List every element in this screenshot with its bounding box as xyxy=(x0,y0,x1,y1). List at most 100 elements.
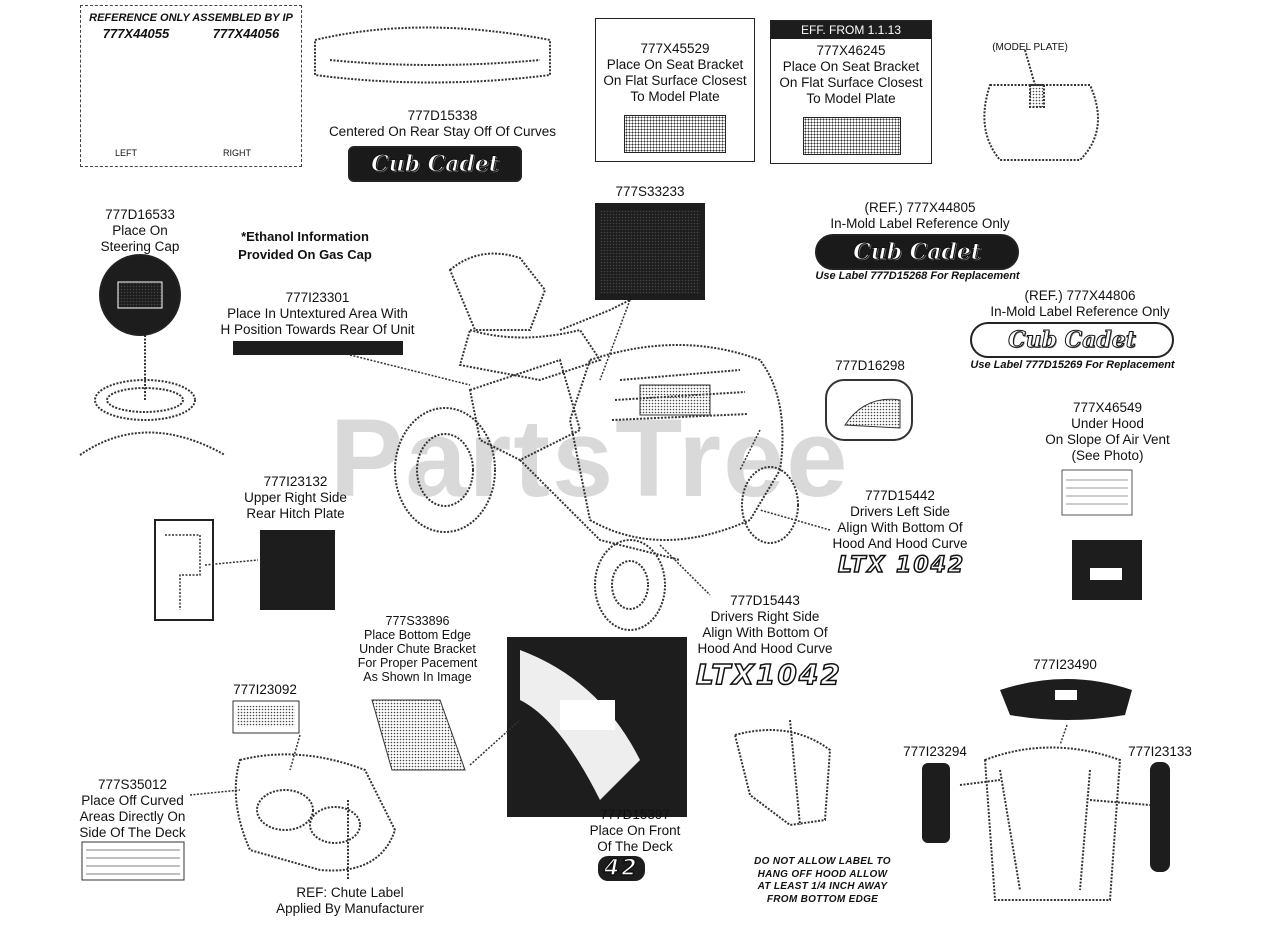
cub-cadet-logo: Cub Cadet xyxy=(815,234,1019,270)
instruction-line: In-Mold Label Reference Only xyxy=(990,304,1170,319)
model-plate-drawing xyxy=(983,49,1099,161)
label-777I23132: 777I23132 Upper Right Side Rear Hitch Pl… xyxy=(228,474,363,522)
instruction-line: Upper Right Side xyxy=(244,490,347,505)
hood-drawing xyxy=(733,719,832,827)
instruction-line: Steering Cap xyxy=(100,239,180,254)
fender-drawing xyxy=(959,746,1151,901)
instruction-line: (See Photo) xyxy=(1071,448,1144,463)
ethanol-note: *Ethanol Information Provided On Gas Cap xyxy=(225,228,385,264)
chute-label-note: REF: Chute Label Applied By Manufacturer xyxy=(265,885,435,917)
label-777S35012: 777S35012 Place Off Curved Areas Directl… xyxy=(70,777,195,841)
label-777I23133: 777I23133 xyxy=(1128,744,1192,759)
part-number: (REF.) 777X44805 xyxy=(864,200,976,215)
instruction-line: Place On xyxy=(112,223,168,238)
replacement-note: Use Label 777D15269 For Replacement xyxy=(970,359,1175,371)
instruction-line: Hood And Hood Curve xyxy=(832,536,968,551)
label-777X44806: (REF.) 777X44806 In-Mold Label Reference… xyxy=(960,288,1200,320)
label-777D15397: 777D15397 Place On Front Of The Deck xyxy=(580,807,690,855)
instruction-line: Place Bottom Edge xyxy=(363,628,471,642)
instruction-line: On Flat Surface Closest xyxy=(779,75,923,90)
instruction-line: Place On Front xyxy=(589,823,681,838)
label-777D16298: 777D16298 xyxy=(835,358,905,373)
part-number: 777S35012 xyxy=(97,777,168,792)
reference-right: RIGHT xyxy=(223,148,251,158)
label-777I23490: 777I23490 xyxy=(1033,657,1097,672)
deck-42-decal: 42 xyxy=(598,855,645,882)
emission-sticker xyxy=(803,117,901,155)
part-number: 777X46245 xyxy=(816,43,886,58)
instruction-line: Rear Hitch Plate xyxy=(246,506,345,521)
label-777X46549: 777X46549 Under Hood On Slope Of Air Ven… xyxy=(1030,400,1185,464)
note-line: Applied By Manufacturer xyxy=(276,901,424,916)
part-number: 777I23301 xyxy=(285,290,350,305)
instruction-line: Under Chute Bracket xyxy=(359,642,476,656)
instruction-line: Place On Seat Bracket xyxy=(782,59,920,74)
part-number: 777D15338 xyxy=(407,108,478,123)
instruction-line: On Flat Surface Closest xyxy=(603,73,747,88)
instruction-line: Under Hood xyxy=(1071,416,1144,431)
part-number: (REF.) 777X44806 xyxy=(1024,288,1136,303)
note-line: *Ethanol Information xyxy=(241,229,369,244)
reference-part-a: 777X44055 xyxy=(102,26,170,41)
part-number: 777D15442 xyxy=(865,488,935,503)
cub-cadet-logo-large: Cub Cadet xyxy=(348,146,522,182)
note-line: REF: Chute Label xyxy=(296,885,404,900)
instruction-line: Place On Seat Bracket xyxy=(606,57,744,72)
instruction-line: Align With Bottom Of xyxy=(702,625,828,640)
part-number: 777D15443 xyxy=(730,593,800,608)
instruction-line: Drivers Left Side xyxy=(850,504,950,519)
reference-only-box: REFERENCE ONLY ASSEMBLED BY IP 777X44055… xyxy=(80,5,302,167)
instruction-line: As Shown In Image xyxy=(363,670,472,684)
steering-wheel-drawing xyxy=(79,335,226,456)
label-777I23092: 777I23092 xyxy=(233,682,297,697)
instruction-line: Hood And Hood Curve xyxy=(697,641,833,656)
label-777X46245: EFF. FROM 1.1.13 777X46245 Place On Seat… xyxy=(770,20,932,164)
label-777D16533: 777D16533 Place On Steering Cap xyxy=(85,207,195,255)
part-number: 777S33896 xyxy=(385,614,450,628)
reference-title: REFERENCE ONLY ASSEMBLED BY IP xyxy=(89,12,293,24)
instruction-line: In-Mold Label Reference Only xyxy=(830,216,1010,231)
instruction-line: For Proper Pacement xyxy=(357,656,478,670)
instruction-line: Of The Deck xyxy=(597,839,673,854)
instruction-line: On Slope Of Air Vent xyxy=(1045,432,1170,447)
note-line: Provided On Gas Cap xyxy=(238,247,372,262)
instruction-line: Place In Untextured Area With xyxy=(227,306,408,321)
warning-line: DO NOT ALLOW LABEL TO xyxy=(754,856,891,867)
reference-part-b: 777X44056 xyxy=(212,26,280,41)
instruction-line: To Model Plate xyxy=(806,91,896,106)
label-777I23301: 777I23301 Place In Untextured Area With … xyxy=(210,290,425,338)
label-777S33233: 777S33233 xyxy=(615,184,685,199)
instruction-line: Place Off Curved xyxy=(81,793,184,808)
part-number: 777D16533 xyxy=(105,207,175,222)
reference-left: LEFT xyxy=(115,148,138,158)
rear-stay-drawing xyxy=(314,26,551,84)
label-777D15443: 777D15443 Drivers Right Side Align With … xyxy=(690,593,840,657)
instruction: Centered On Rear Stay Off Of Curves xyxy=(328,124,557,139)
label-777D15338: 777D15338 Centered On Rear Stay Off Of C… xyxy=(320,108,565,140)
deck-drawing xyxy=(234,753,397,880)
emission-sticker xyxy=(624,115,726,153)
warning-line: FROM BOTTOM EDGE xyxy=(766,893,879,905)
warning-line: HANG OFF HOOD ALLOW xyxy=(757,868,888,880)
part-number: 777I23132 xyxy=(263,474,328,489)
ltx-decal-right: LTX1042 xyxy=(695,657,842,692)
effective-header: EFF. FROM 1.1.13 xyxy=(771,21,931,39)
hood-warning: DO NOT ALLOW LABEL TO HANG OFF HOOD ALLO… xyxy=(735,856,910,906)
part-number: 777X46549 xyxy=(1072,400,1143,415)
part-number: 777D15397 xyxy=(600,807,670,822)
label-777X45529: 777X45529 Place On Seat Bracket On Flat … xyxy=(595,18,755,162)
replacement-note: Use Label 777D15268 For Replacement xyxy=(815,270,1020,282)
warning-line: AT LEAST 1/4 INCH AWAY xyxy=(757,881,888,892)
instruction-line: To Model Plate xyxy=(630,89,720,104)
cub-cadet-logo: Cub Cadet xyxy=(970,322,1174,358)
model-plate-label: (MODEL PLATE) xyxy=(992,42,1068,53)
instruction-line: Areas Directly On xyxy=(79,809,186,824)
instruction-line: H Position Towards Rear Of Unit xyxy=(220,322,415,337)
label-777I23294: 777I23294 xyxy=(903,744,967,759)
tractor-drawing xyxy=(394,252,799,631)
instruction-line: Side Of The Deck xyxy=(79,825,186,840)
label-777X44805: (REF.) 777X44805 In-Mold Label Reference… xyxy=(800,200,1040,232)
label-777D15442: 777D15442 Drivers Left Side Align With B… xyxy=(820,488,980,552)
instruction-line: Align With Bottom Of xyxy=(837,520,963,535)
ltx-decal-left: LTX 1042 xyxy=(837,552,966,579)
